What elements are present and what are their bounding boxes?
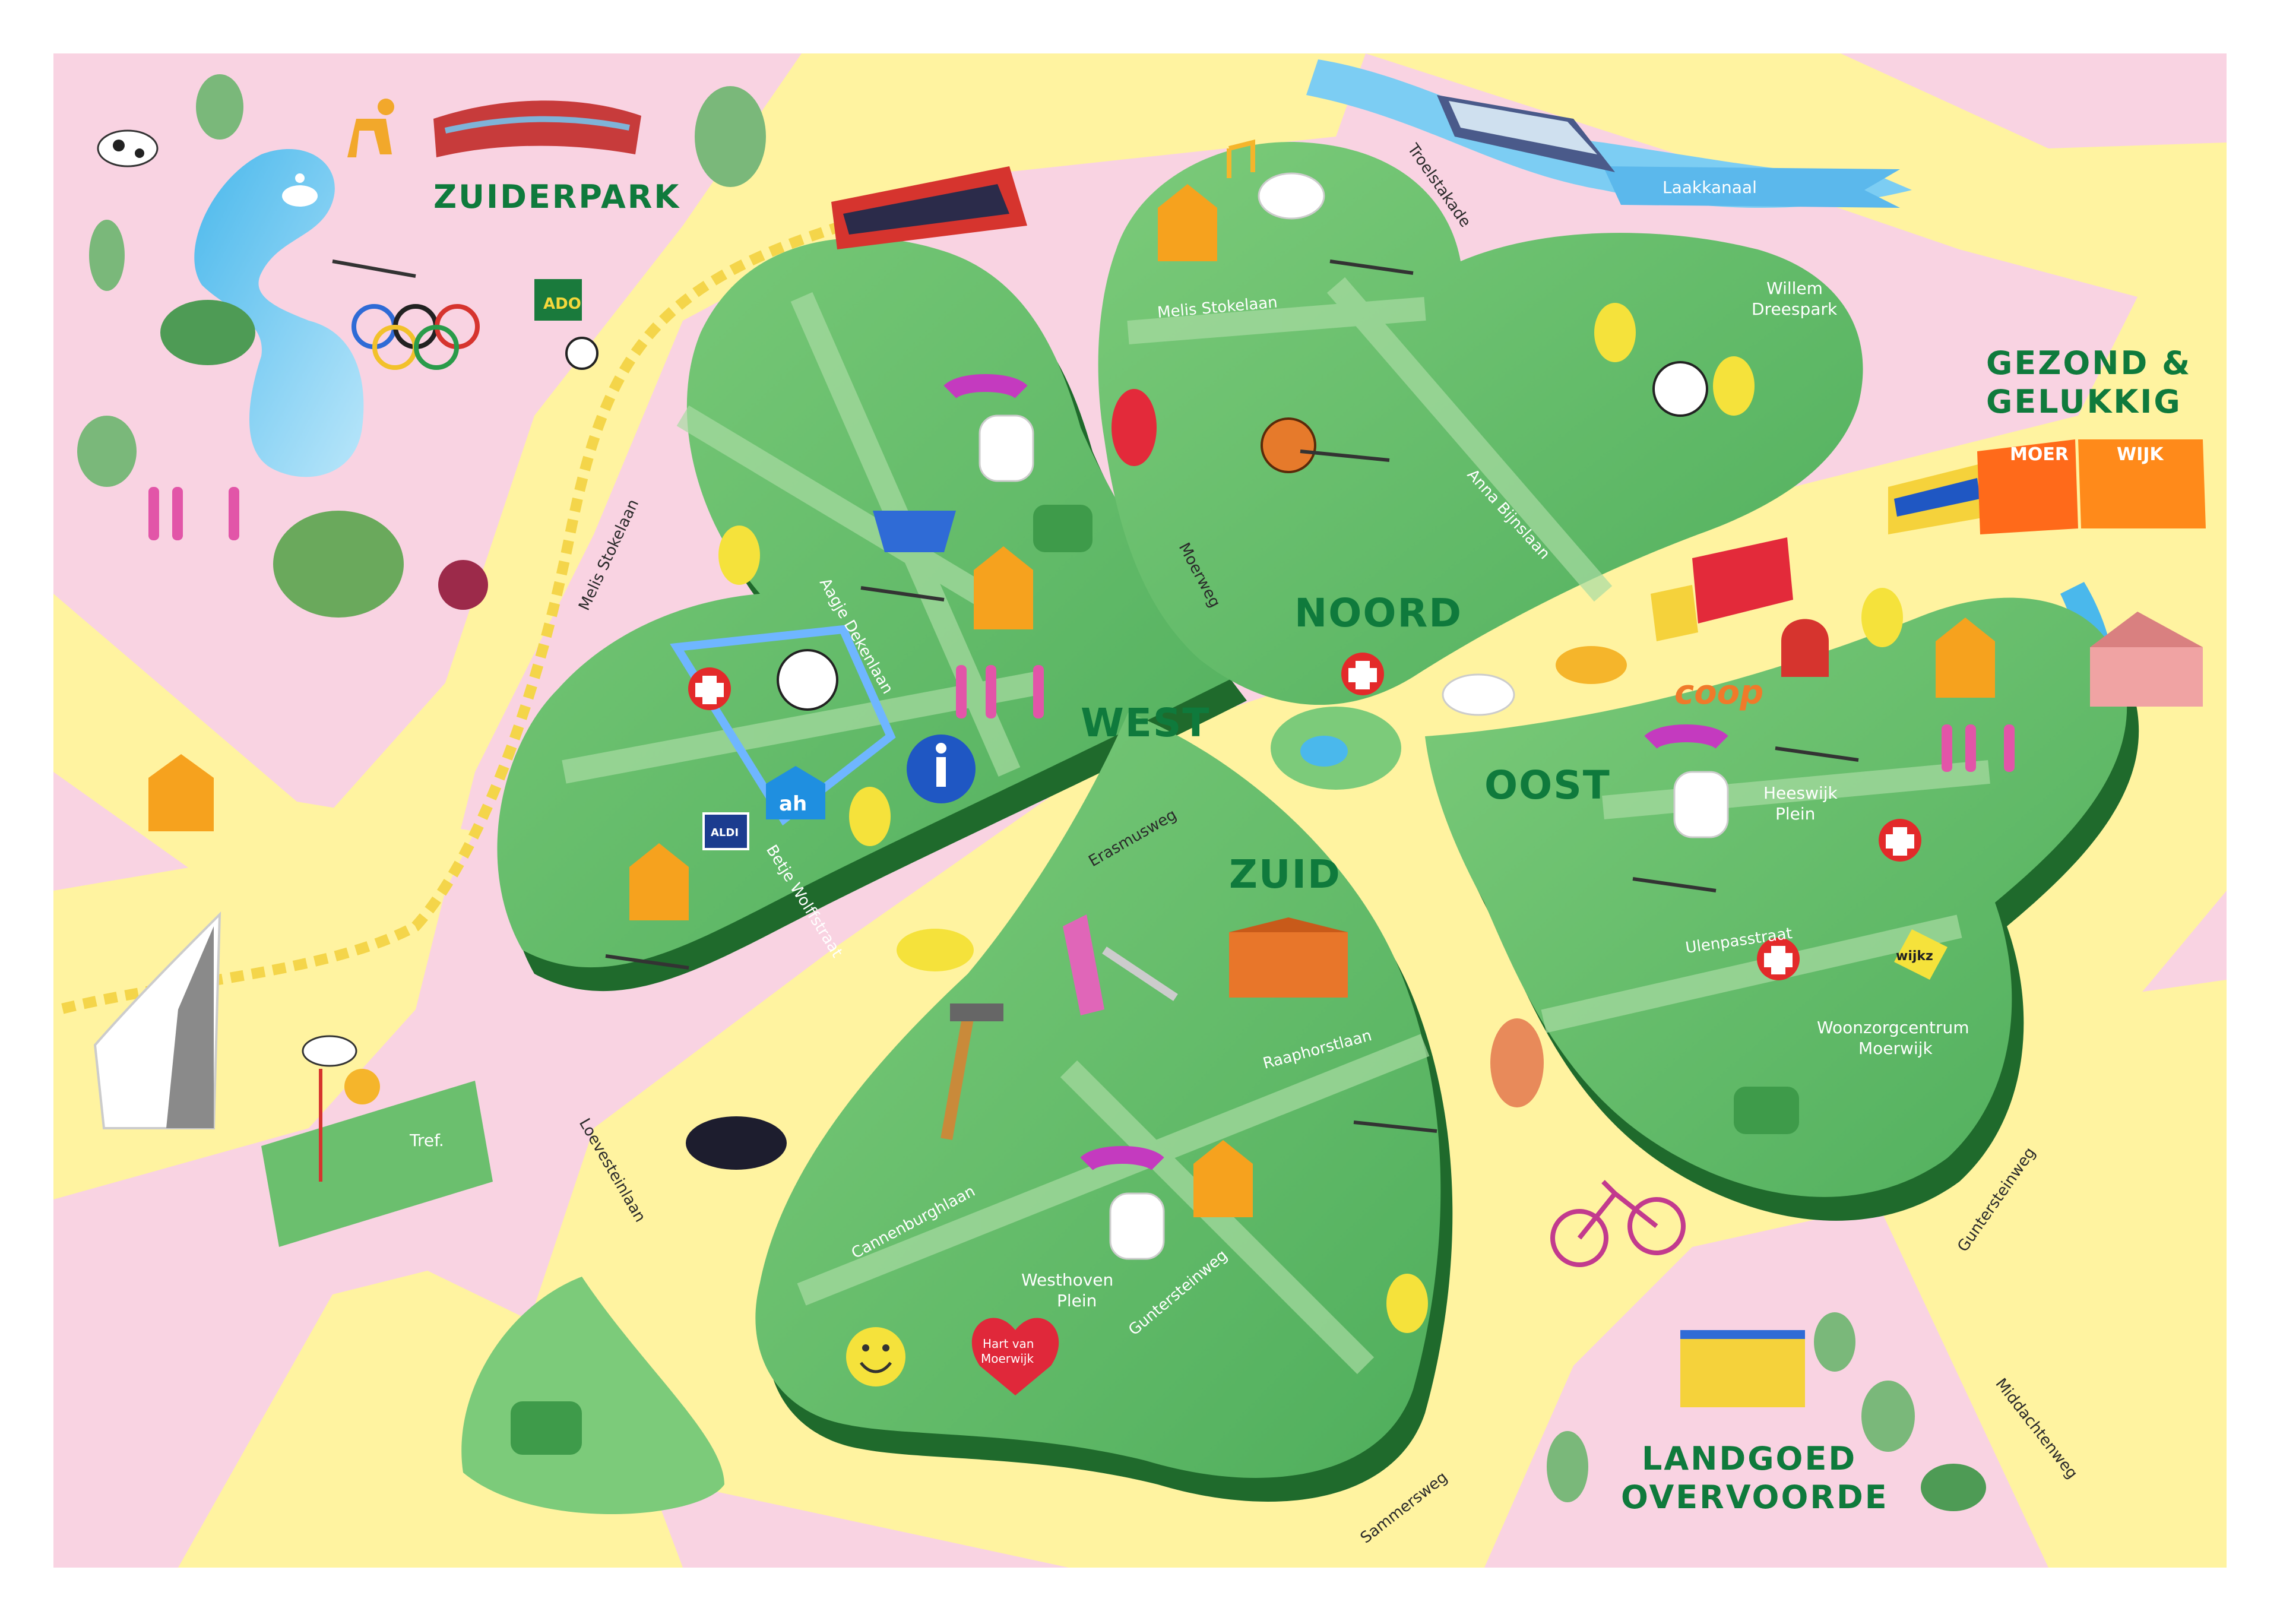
walkers-icon xyxy=(148,487,2015,772)
manor-icon xyxy=(1680,1330,1805,1407)
farmhouse-icon xyxy=(2090,612,2203,707)
tram-line xyxy=(58,220,845,1015)
slide-icon xyxy=(1063,914,1178,1015)
cow-icon xyxy=(97,129,159,167)
soccer-pitch xyxy=(670,625,896,826)
moerwijk-left: MOER xyxy=(2010,444,2069,465)
aldi-label: ALDI xyxy=(711,827,739,839)
apple-icon xyxy=(438,560,488,610)
ado-flag-icon: ADO xyxy=(534,279,582,321)
medical-cross-icon xyxy=(688,653,1921,980)
westhoven-label-2: Plein xyxy=(1057,1291,1097,1310)
leaf-noord xyxy=(1098,142,1863,705)
car-icon xyxy=(686,389,1627,1170)
center-pond xyxy=(1300,736,1348,767)
mosque-icon xyxy=(1781,619,1829,677)
aldi-logo-icon: ALDI xyxy=(702,812,749,850)
heart-icon: Hart van Moerwijk xyxy=(971,1318,1059,1395)
smiley-icon xyxy=(846,1327,905,1386)
district-noord: NOORD xyxy=(1294,590,1462,636)
westhoven-label-1: Westhoven xyxy=(1021,1270,1113,1290)
hammer-icon xyxy=(940,1003,1003,1140)
shopping-basket-icon xyxy=(873,511,956,552)
stork-icon xyxy=(302,1035,380,1182)
title-line-1: GEZOND & xyxy=(1986,344,2192,382)
soccer-ball-icon xyxy=(565,337,1708,711)
leaf-west xyxy=(497,238,1236,968)
music-note-icon xyxy=(1227,139,1255,178)
owl-icon xyxy=(718,303,1903,1333)
zuiderpark-label: ZUIDERPARK xyxy=(433,178,680,216)
title-line-2: GELUKKIG xyxy=(1986,383,2182,420)
train-icon xyxy=(1888,463,1989,534)
tower-icon xyxy=(93,911,221,1129)
landgoed-label-2: OVERVOORDE xyxy=(1621,1479,1889,1516)
zuiderpark-pond xyxy=(194,149,364,477)
info-icon xyxy=(907,735,976,803)
deer-icon xyxy=(347,99,394,157)
moerwijk-sign: MOER WIJK xyxy=(1977,439,2206,534)
ah-label: ah xyxy=(779,792,807,816)
wijkz-logo-icon: wijkz xyxy=(1894,929,1948,980)
moerwijk-right: WIJK xyxy=(2117,444,2164,465)
hart-label-1: Hart van xyxy=(983,1337,1034,1351)
woonzorg-label-2: Moerwijk xyxy=(1858,1039,1933,1058)
church-icon xyxy=(148,184,1995,1217)
woonzorg-label-1: Woonzorgcentrum xyxy=(1817,1018,1969,1037)
tram-icon xyxy=(831,166,1027,249)
tref-label: Tref. xyxy=(409,1131,444,1150)
district-west: WEST xyxy=(1081,700,1210,746)
olympic-rings-icon xyxy=(352,304,480,370)
coop-logo: coop xyxy=(1674,673,1763,712)
palette-icon xyxy=(1258,172,1325,220)
ado-label: ADO xyxy=(543,295,581,313)
tree-icon-landgoed xyxy=(1547,1312,1986,1511)
boat-icon xyxy=(1437,95,1615,172)
gardener-icon xyxy=(511,505,1799,1455)
laakkanaal-banner xyxy=(1603,166,1900,208)
townhall-icon xyxy=(1229,917,1348,998)
hart-label-2: Moerwijk xyxy=(981,1351,1034,1366)
willem-label-2: Dreespark xyxy=(1752,299,1838,319)
stadium-icon xyxy=(433,100,641,157)
laakkanaal-label: Laakkanaal xyxy=(1662,178,1757,197)
seesaw-icon xyxy=(332,259,1859,1133)
heeswijk-label-1: Heeswijk xyxy=(1763,783,1838,803)
landgoed-label-1: LANDGOED xyxy=(1642,1440,1857,1477)
bicycle-icon xyxy=(1550,1180,1686,1267)
basketball-icon xyxy=(1261,417,1316,473)
willem-label-1: Willem xyxy=(1766,278,1823,298)
coffee-cup-icon xyxy=(943,374,1729,1260)
wijkz-label: wijkz xyxy=(1896,949,1933,964)
district-zuid: ZUID xyxy=(1229,851,1341,897)
ah-logo-icon: ah xyxy=(766,766,825,819)
tref-park xyxy=(261,1081,493,1247)
swan-icon xyxy=(282,173,318,207)
tree-icon xyxy=(77,74,766,618)
district-oost: OOST xyxy=(1484,762,1611,808)
truck-icon xyxy=(1651,537,1793,641)
heeswijk-label-2: Plein xyxy=(1775,804,1815,824)
